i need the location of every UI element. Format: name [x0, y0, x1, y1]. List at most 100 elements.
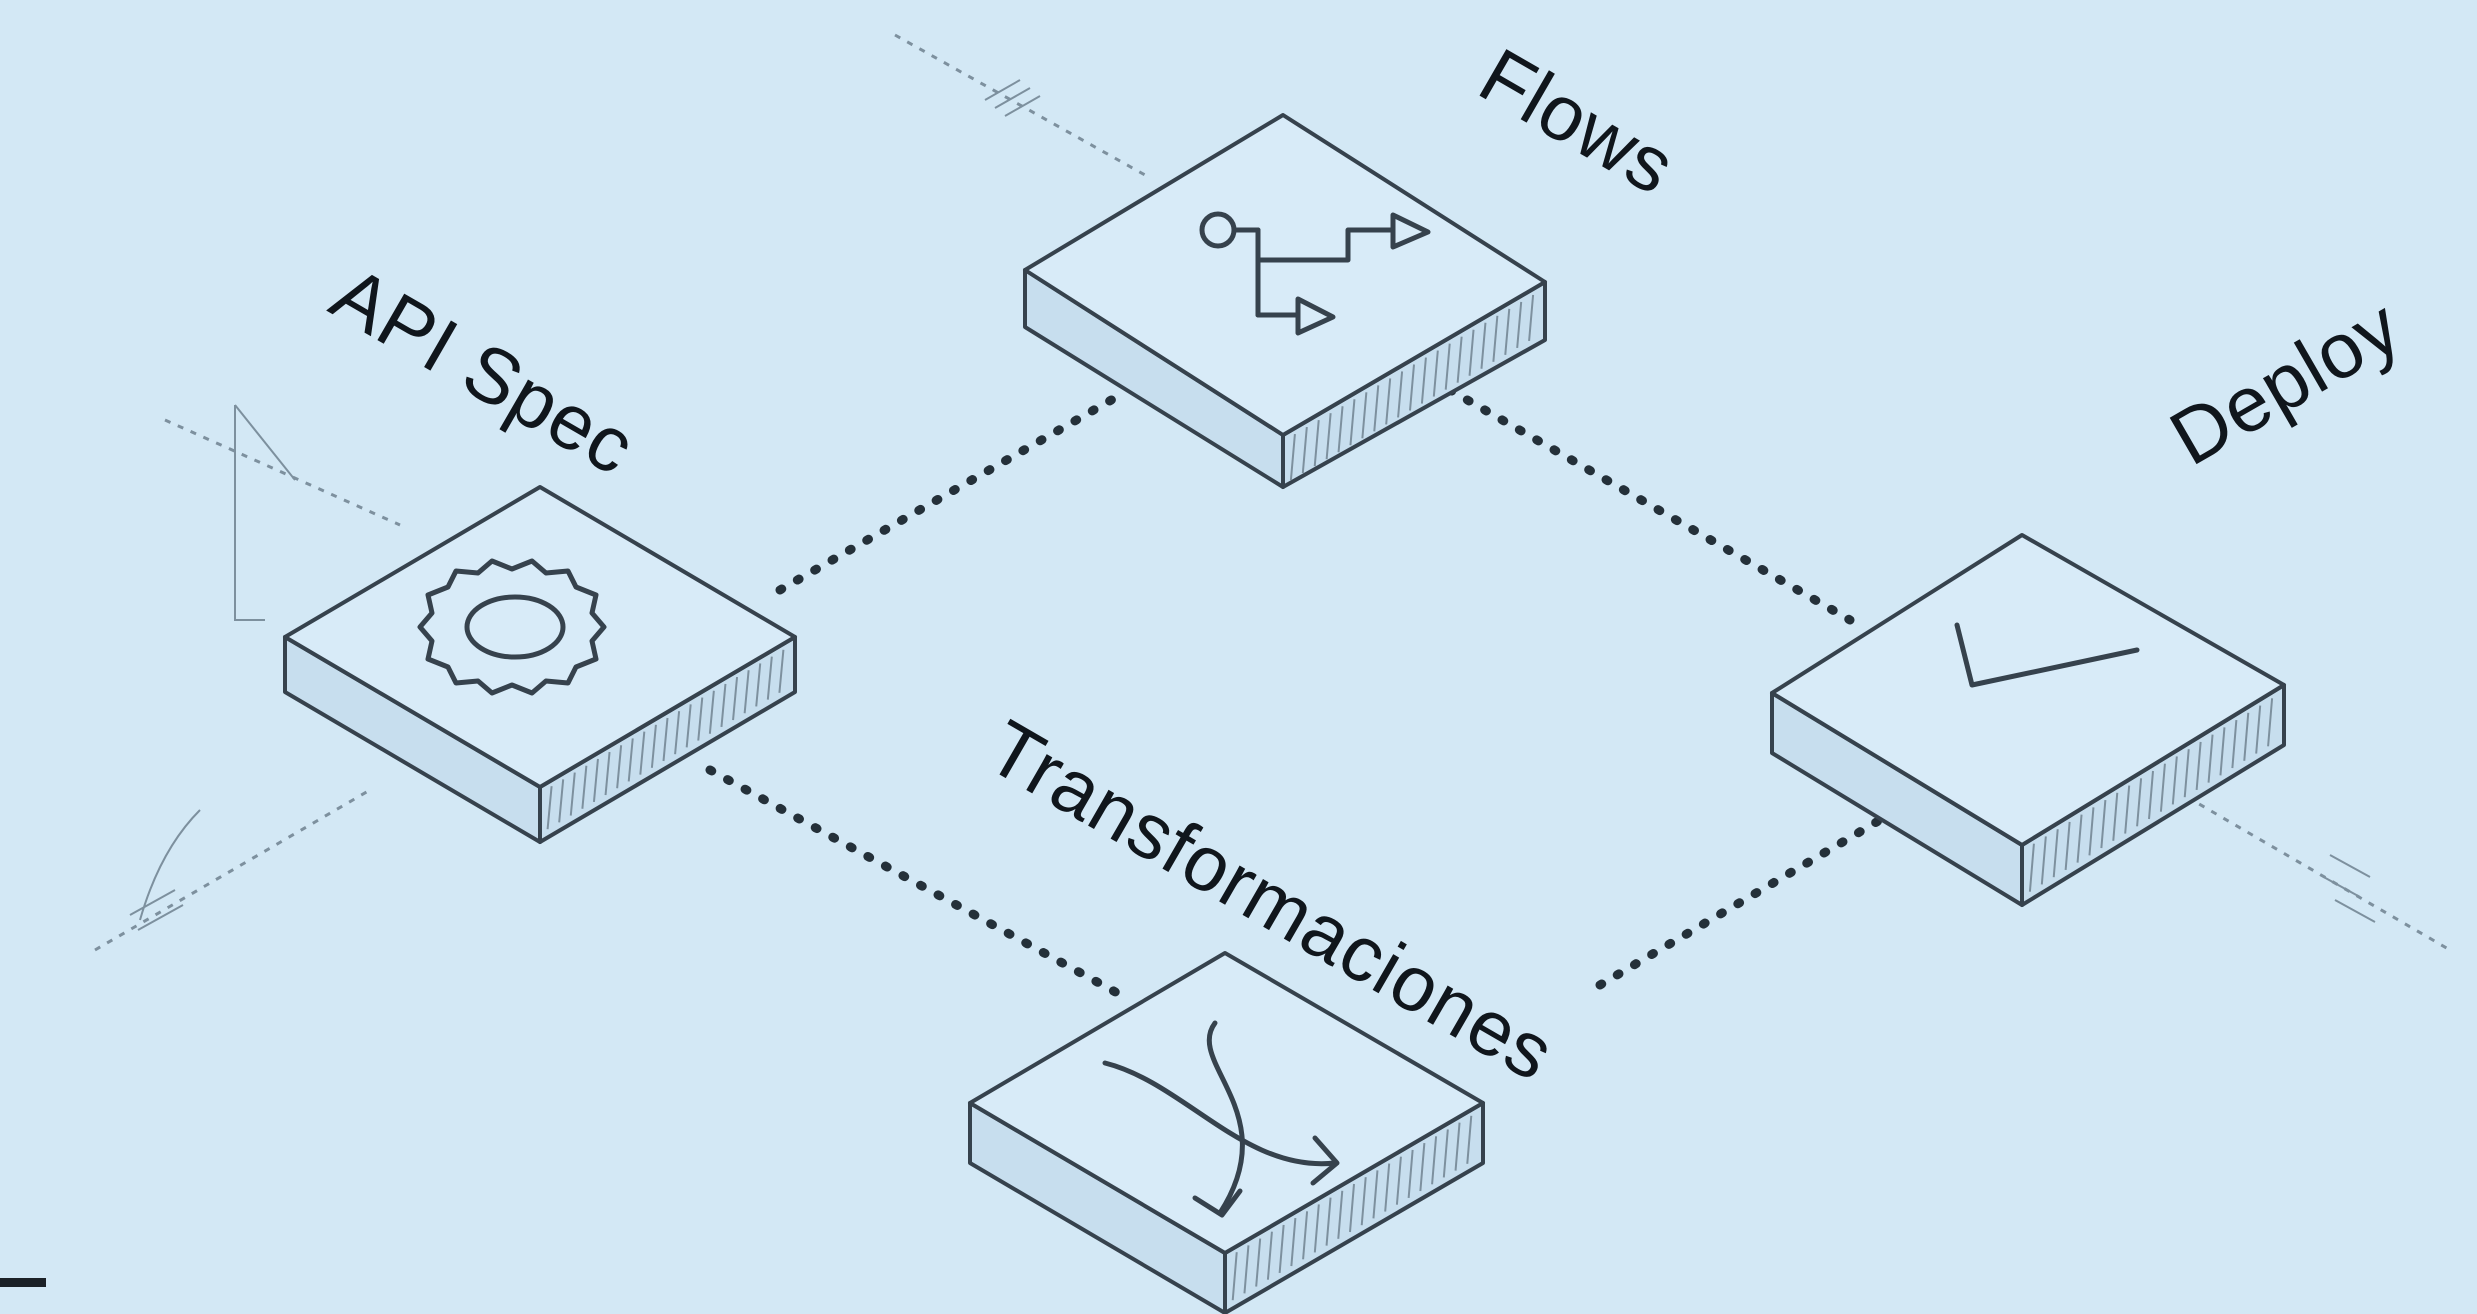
- box-hatch: [546, 649, 785, 830]
- hatch-line: [1313, 1204, 1320, 1253]
- hatch-line: [1409, 364, 1415, 411]
- hatch-line: [1337, 406, 1344, 453]
- hatch-line: [1302, 1211, 1309, 1260]
- hatch-line: [1444, 343, 1451, 390]
- hatch-line: [1290, 1218, 1297, 1267]
- hatch-line: [1466, 1115, 1473, 1164]
- node-api-spec: [283, 485, 797, 844]
- hatch-line: [2219, 727, 2226, 776]
- hatch-line: [1361, 392, 1368, 439]
- hatch-line: [697, 697, 704, 741]
- hatch-line: [2076, 814, 2083, 863]
- hatch-line: [1289, 433, 1296, 481]
- hatch-line: [1266, 1231, 1273, 1280]
- hatch-line: [778, 649, 785, 693]
- hatch-line: [546, 786, 553, 830]
- hatch-line: [743, 670, 750, 714]
- guide-line: [234, 405, 265, 621]
- hatch-line: [766, 656, 773, 700]
- hatch-line: [627, 738, 634, 782]
- hatch-line: [2195, 741, 2202, 790]
- hatch-line: [1420, 357, 1427, 404]
- guide-line: [894, 33, 1146, 177]
- hatch-line: [1373, 385, 1380, 432]
- hatch-line: [1442, 1129, 1449, 1178]
- guide-line: [94, 788, 371, 952]
- box-hatch: [2028, 698, 2274, 892]
- shuffle-arrows-icon: [1102, 1020, 1340, 1218]
- box-top: [1770, 533, 2286, 847]
- hatch-line: [674, 711, 681, 755]
- node-transformaciones: [968, 951, 1485, 1314]
- connector-api-spec-transformaciones: [705, 765, 1135, 1005]
- hatch-line: [1528, 294, 1535, 342]
- box-hatch: [1231, 1115, 1473, 1301]
- edge-mark: [0, 1278, 46, 1287]
- hatch-line: [1231, 1252, 1238, 1301]
- hatch-line: [639, 731, 646, 775]
- connector-api-spec-flows: [775, 390, 1125, 595]
- hatch-line: [1432, 350, 1439, 397]
- guide-line: [234, 404, 296, 481]
- box-hatch: [1289, 294, 1535, 481]
- hatch-line: [2267, 698, 2274, 747]
- hatch-line: [2255, 705, 2262, 754]
- hatch-line: [2088, 807, 2095, 856]
- connector-transformaciones-deploy: [1595, 815, 1885, 990]
- hatch-line: [1337, 1190, 1344, 1239]
- hatch-line: [1384, 1163, 1391, 1212]
- hatch-line: [1407, 1149, 1414, 1198]
- guide-tick: [2319, 854, 2376, 923]
- hatch-line: [2052, 829, 2059, 878]
- hatch-line: [1454, 1122, 1461, 1171]
- hatch-line: [1468, 329, 1475, 376]
- hatch-line: [1255, 1238, 1262, 1287]
- hatch-line: [1419, 1143, 1426, 1192]
- hatch-line: [755, 663, 762, 707]
- hatch-line: [2100, 800, 2107, 849]
- box-top: [283, 485, 797, 789]
- connector-flows-deploy: [1445, 385, 1855, 625]
- hatch-line: [2124, 785, 2131, 834]
- hatch-line: [2040, 836, 2047, 885]
- guide-line: [2174, 788, 2451, 952]
- hatch-line: [1349, 1183, 1355, 1233]
- hatch-line: [708, 690, 715, 734]
- hatch-line: [2159, 763, 2166, 812]
- hatch-line: [2207, 734, 2214, 783]
- gear-icon: [417, 558, 607, 696]
- hatch-line: [604, 751, 611, 796]
- hatch-line: [1349, 399, 1356, 446]
- hatch-line: [1325, 413, 1332, 460]
- hatch-line: [558, 779, 565, 823]
- hatch-line: [662, 717, 669, 762]
- guide-line: [164, 418, 401, 527]
- hatch-line: [1492, 315, 1499, 362]
- box-top: [1023, 113, 1547, 437]
- hatch-line: [1456, 336, 1463, 383]
- hatch-line: [1385, 378, 1392, 425]
- construction-guides: [94, 33, 2451, 952]
- hatch-line: [2028, 843, 2035, 892]
- hatch-line: [1480, 322, 1487, 369]
- node-flows: [1023, 113, 1547, 489]
- hatch-line: [581, 765, 588, 809]
- connectors: [705, 385, 1885, 1005]
- hatch-line: [650, 724, 657, 768]
- hatch-line: [569, 772, 576, 816]
- hatch-line: [2183, 749, 2190, 798]
- box-top: [968, 951, 1485, 1255]
- node-deploy: [1770, 533, 2286, 907]
- hatch-line: [685, 704, 692, 748]
- hatch-line: [1325, 1197, 1332, 1246]
- hatch-line: [1360, 1177, 1367, 1226]
- hatch-line: [732, 676, 739, 721]
- hatch-line: [1395, 1156, 1402, 1205]
- hatch-line: [2231, 720, 2238, 769]
- checkmark-icon: [1954, 622, 2140, 688]
- hatch-line: [1313, 420, 1320, 467]
- hatch-line: [1372, 1170, 1379, 1219]
- hatch-line: [720, 683, 727, 728]
- hatch-line: [592, 758, 599, 803]
